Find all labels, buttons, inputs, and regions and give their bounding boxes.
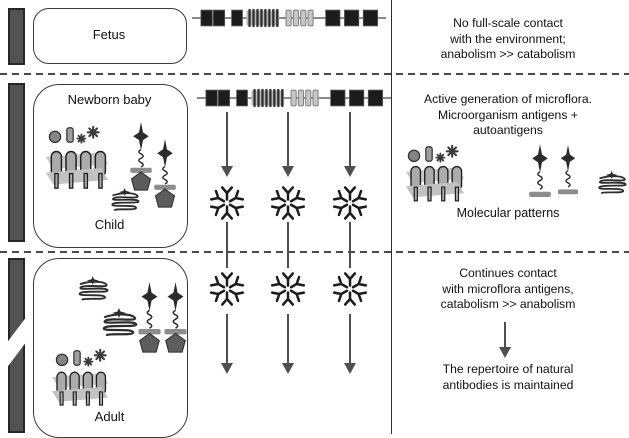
child-label: Child bbox=[94, 217, 125, 232]
down-arrow-icon bbox=[221, 314, 233, 374]
microbe-antigen-pentagon-icon bbox=[128, 122, 154, 191]
igm-pentamer-icon bbox=[268, 269, 308, 309]
life-stage-bar-fetus bbox=[8, 8, 25, 65]
igm-pentamer-icon bbox=[268, 183, 308, 223]
connector-line bbox=[226, 222, 228, 268]
newborn-note: Active generation of microflora. Microor… bbox=[424, 92, 592, 137]
annotation-column-divider bbox=[391, 0, 392, 434]
igm-pentamer-icon bbox=[207, 269, 247, 309]
adult-label: Adult bbox=[94, 409, 125, 424]
igm-pentamer-icon bbox=[207, 183, 247, 223]
connector-line bbox=[287, 222, 289, 268]
connector-line bbox=[349, 222, 351, 268]
newborn-label: Newborn baby bbox=[67, 92, 152, 107]
down-arrow-icon bbox=[282, 314, 294, 374]
scribble-protein-icon bbox=[592, 170, 628, 198]
life-stage-bar-newborn bbox=[8, 83, 25, 242]
scribble-protein-icon bbox=[95, 308, 139, 340]
microbe-antigen-pentagon-icon bbox=[152, 139, 178, 208]
stage-separator-line-2 bbox=[0, 251, 629, 253]
microbe-antigen-pentagon-icon bbox=[162, 282, 189, 353]
gene-locus-icon bbox=[196, 88, 394, 108]
down-arrow-icon bbox=[282, 112, 294, 177]
down-arrow-icon bbox=[499, 322, 511, 358]
membrane-receptors-icon bbox=[404, 158, 466, 206]
fetus-note: No full-scale contact with the environme… bbox=[440, 16, 576, 61]
stage-panel-adult bbox=[33, 258, 188, 438]
adult-conclusion-note: The repertoire of natural antibodies is … bbox=[442, 362, 574, 392]
igm-pentamer-icon bbox=[330, 269, 370, 309]
igm-pentamer-icon bbox=[330, 183, 370, 223]
stage-panel-fetus bbox=[33, 8, 187, 64]
fetus-label: Fetus bbox=[92, 27, 126, 42]
stage-separator-line-1 bbox=[0, 73, 629, 75]
molecular-patterns-label: Molecular patterns bbox=[456, 206, 560, 220]
adult-note: Continues contact with microflora antige… bbox=[440, 266, 576, 311]
down-arrow-icon bbox=[344, 314, 356, 374]
gene-locus-icon bbox=[191, 8, 389, 28]
microbe-antigen-icon bbox=[555, 145, 581, 195]
microbe-antigen-pentagon-icon bbox=[136, 282, 163, 353]
scribble-protein-icon bbox=[105, 188, 141, 214]
down-arrow-icon bbox=[221, 112, 233, 177]
membrane-receptors-icon bbox=[44, 142, 110, 194]
membrane-receptors-icon bbox=[47, 364, 113, 410]
down-arrow-icon bbox=[344, 112, 356, 177]
microbe-antigen-icon bbox=[527, 143, 553, 199]
scribble-protein-icon bbox=[72, 276, 110, 304]
